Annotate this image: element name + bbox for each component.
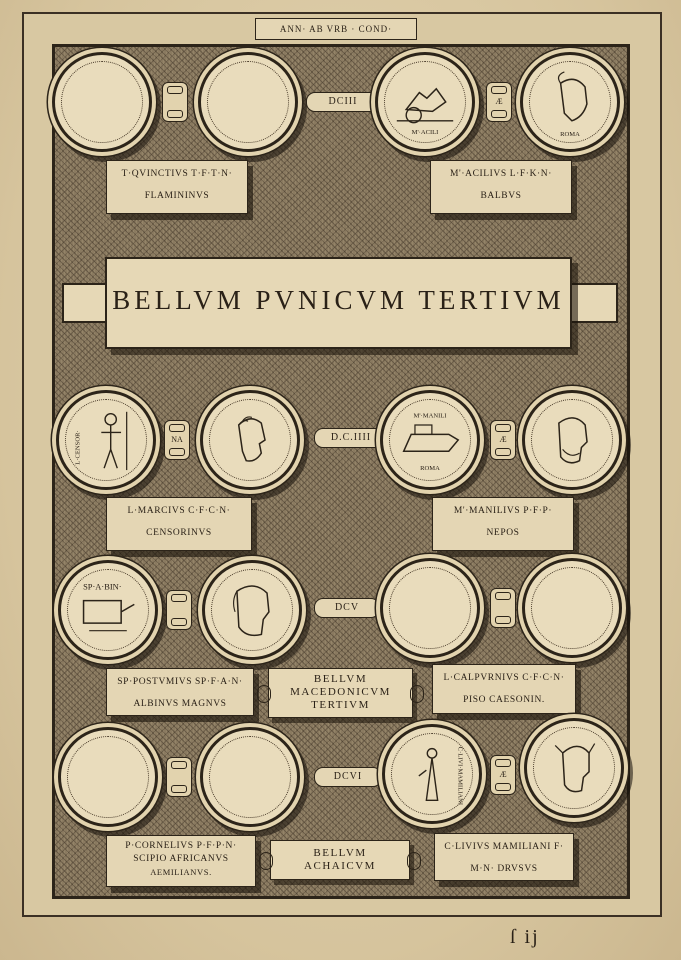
- coin-altar: SP·A·BIN·: [58, 560, 158, 660]
- coin-connector: [166, 757, 192, 797]
- helmeted-head-icon: [554, 743, 596, 793]
- year-label: DCV: [314, 598, 380, 618]
- moneyer-nameplate: L·MARCIVS C·F·C·N· CENSORINVS: [106, 497, 252, 551]
- coin-blank: [58, 727, 158, 827]
- year-label: DCIII: [306, 92, 380, 112]
- quadriga-icon: M'·ACILI: [396, 87, 454, 136]
- coin-connector: NA: [164, 420, 190, 460]
- moneyer-nameplate: T·QVINCTIVS T·F·T·N· FLAMININVS: [106, 160, 248, 214]
- coin-connector: Æ: [490, 755, 516, 795]
- coin-connector: Æ: [486, 82, 512, 122]
- banner-wing-right: [570, 283, 618, 323]
- coin-roma-head: ROMA: [520, 52, 620, 152]
- coin-quadriga: M'·ACILI: [375, 52, 475, 152]
- bearded-head-icon: [558, 417, 588, 464]
- moneyer-nameplate: L·CALPVRNIVS C·F·C·N· PISO CAESONIN.: [432, 664, 576, 714]
- altar-icon: SP·A·BIN·: [82, 581, 135, 632]
- moneyer-nameplate: C·LIVIVS MAMILIANI F· M·N· DRVSVS: [434, 833, 574, 881]
- coin-hercules-head: [202, 560, 302, 660]
- coin-connector: [490, 588, 516, 628]
- standing-deity-icon: C·LIVI·MAMILIANI: [418, 747, 463, 805]
- coin-laureate-head: [200, 390, 300, 490]
- coin-legend: C·LIVI·MAMILIANI: [456, 747, 463, 805]
- standing-figure-icon: L·CENSOR·: [75, 411, 128, 471]
- banner-wing-left: [62, 283, 110, 323]
- coin-legend: ROMA: [560, 131, 580, 138]
- coin-censor: L·CENSOR·: [56, 390, 156, 490]
- coin-connector: [162, 82, 188, 122]
- coin-legend: ROMA: [420, 465, 440, 472]
- year-label: D.C.IIII: [314, 428, 388, 448]
- moneyer-nameplate: SP·POSTVMIVS SP·F·A·N· ALBINVS MAGNVS: [106, 668, 254, 716]
- coin-legend: L·CENSOR·: [75, 430, 82, 464]
- war-label: BELLVM ACHAICVM: [259, 840, 421, 880]
- page-number: ſ ij: [510, 926, 540, 948]
- moneyer-nameplate: M'·MANILIVS P·F·P· NEPOS: [432, 497, 574, 551]
- war-label: BELLVM MACEDONICVM TERTIVM: [257, 668, 424, 718]
- moneyer-nameplate: P·CORNELIVS P·F·P·N· SCIPIO AFRICANVS AE…: [106, 835, 256, 887]
- coin-blank: [198, 52, 298, 152]
- header-label: ANN· AB VRB · COND·: [255, 18, 417, 40]
- ship-prow-icon: M'·MANILI ROMA: [402, 412, 460, 472]
- coin-connector: Æ: [490, 420, 516, 460]
- coin-connector: [166, 590, 192, 630]
- coin-legend: SP·A·BIN·: [83, 581, 122, 591]
- coin-blank: [380, 558, 480, 658]
- coin-legend: M'·MANILI: [414, 412, 447, 419]
- coin-blank: [200, 727, 300, 827]
- moneyer-nameplate: M'·ACILIVS L·F·K·N· BALBVS: [430, 160, 572, 214]
- year-label: DCVI: [314, 767, 382, 787]
- coin-blank: [52, 52, 152, 152]
- coin-blank: [522, 558, 622, 658]
- helmeted-head-icon: ROMA: [557, 71, 588, 138]
- laureate-head-icon: [237, 416, 266, 462]
- coin-helmeted-head: [524, 718, 624, 818]
- coin-ship-prow: M'·MANILI ROMA: [380, 390, 480, 490]
- coin-standing-deity: C·LIVI·MAMILIANI: [382, 724, 482, 824]
- banner-title: BELLVM PVNICVM TERTIVM: [105, 257, 572, 349]
- coin-bearded-head: [522, 390, 622, 490]
- coin-legend: M'·ACILI: [412, 129, 439, 136]
- hercules-head-icon: [233, 585, 270, 637]
